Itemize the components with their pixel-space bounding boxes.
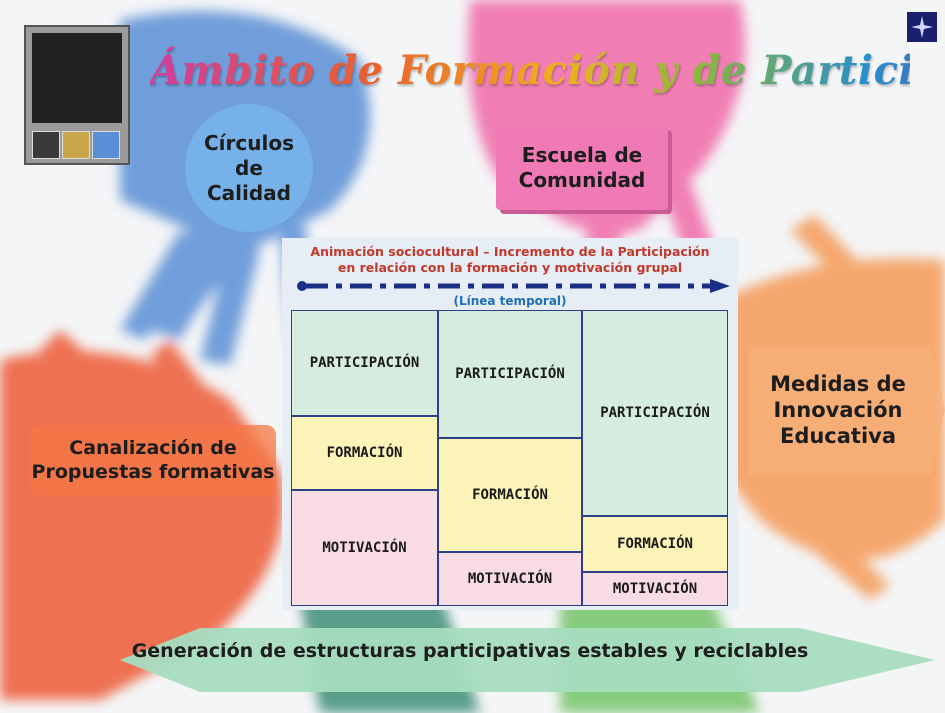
logo-tile <box>92 131 120 159</box>
col3-participacion: PARTICIPACIÓN <box>582 310 728 516</box>
logo <box>24 25 130 165</box>
timeline-label: (Línea temporal) <box>453 294 567 308</box>
col1-formacion: FORMACIÓN <box>291 416 438 490</box>
timeline-arrow <box>297 279 730 293</box>
col1-motivacion: MOTIVACIÓN <box>291 490 438 606</box>
logo-tile <box>32 131 60 159</box>
col3-formacion: FORMACIÓN <box>582 516 728 572</box>
star-icon <box>907 12 937 42</box>
circulos-bubble: Círculos de Calidad <box>185 104 313 232</box>
medidas-arrow: Medidas de Innovación Educativa <box>744 350 932 470</box>
col3-motivacion: MOTIVACIÓN <box>582 572 728 606</box>
logo-art <box>32 33 122 123</box>
medidas-label: Medidas de Innovación Educativa <box>770 371 906 449</box>
col1-participacion: PARTICIPACIÓN <box>291 310 438 416</box>
canalizacion-label: Canalización de Propuestas formativas <box>31 437 275 483</box>
timeline-panel: Animación sociocultural – Incremento de … <box>282 238 738 610</box>
panel-heading-line2: en relación con la formación y motivació… <box>337 259 683 275</box>
canalizacion-box: Canalización de Propuestas formativas <box>30 425 276 497</box>
panel-heading: Animación sociocultural – Incremento de … <box>282 244 738 275</box>
col2-participacion: PARTICIPACIÓN <box>438 310 582 438</box>
col2-formacion: FORMACIÓN <box>438 438 582 552</box>
escuela-box: Escuela de Comunidad <box>496 126 668 210</box>
banner-label: Generación de estructuras participativas… <box>131 640 809 662</box>
logo-tile <box>62 131 90 159</box>
title-text: Ámbito de Formación y de Participación <box>150 47 910 94</box>
circulos-label: Círculos de Calidad <box>204 130 294 205</box>
escuela-label: Escuela de Comunidad <box>518 143 646 192</box>
page-title: Ámbito de Formación y de Participación <box>146 40 945 110</box>
panel-heading-line1: Animación sociocultural – Incremento de … <box>310 244 710 259</box>
col2-motivacion: MOTIVACIÓN <box>438 552 582 606</box>
